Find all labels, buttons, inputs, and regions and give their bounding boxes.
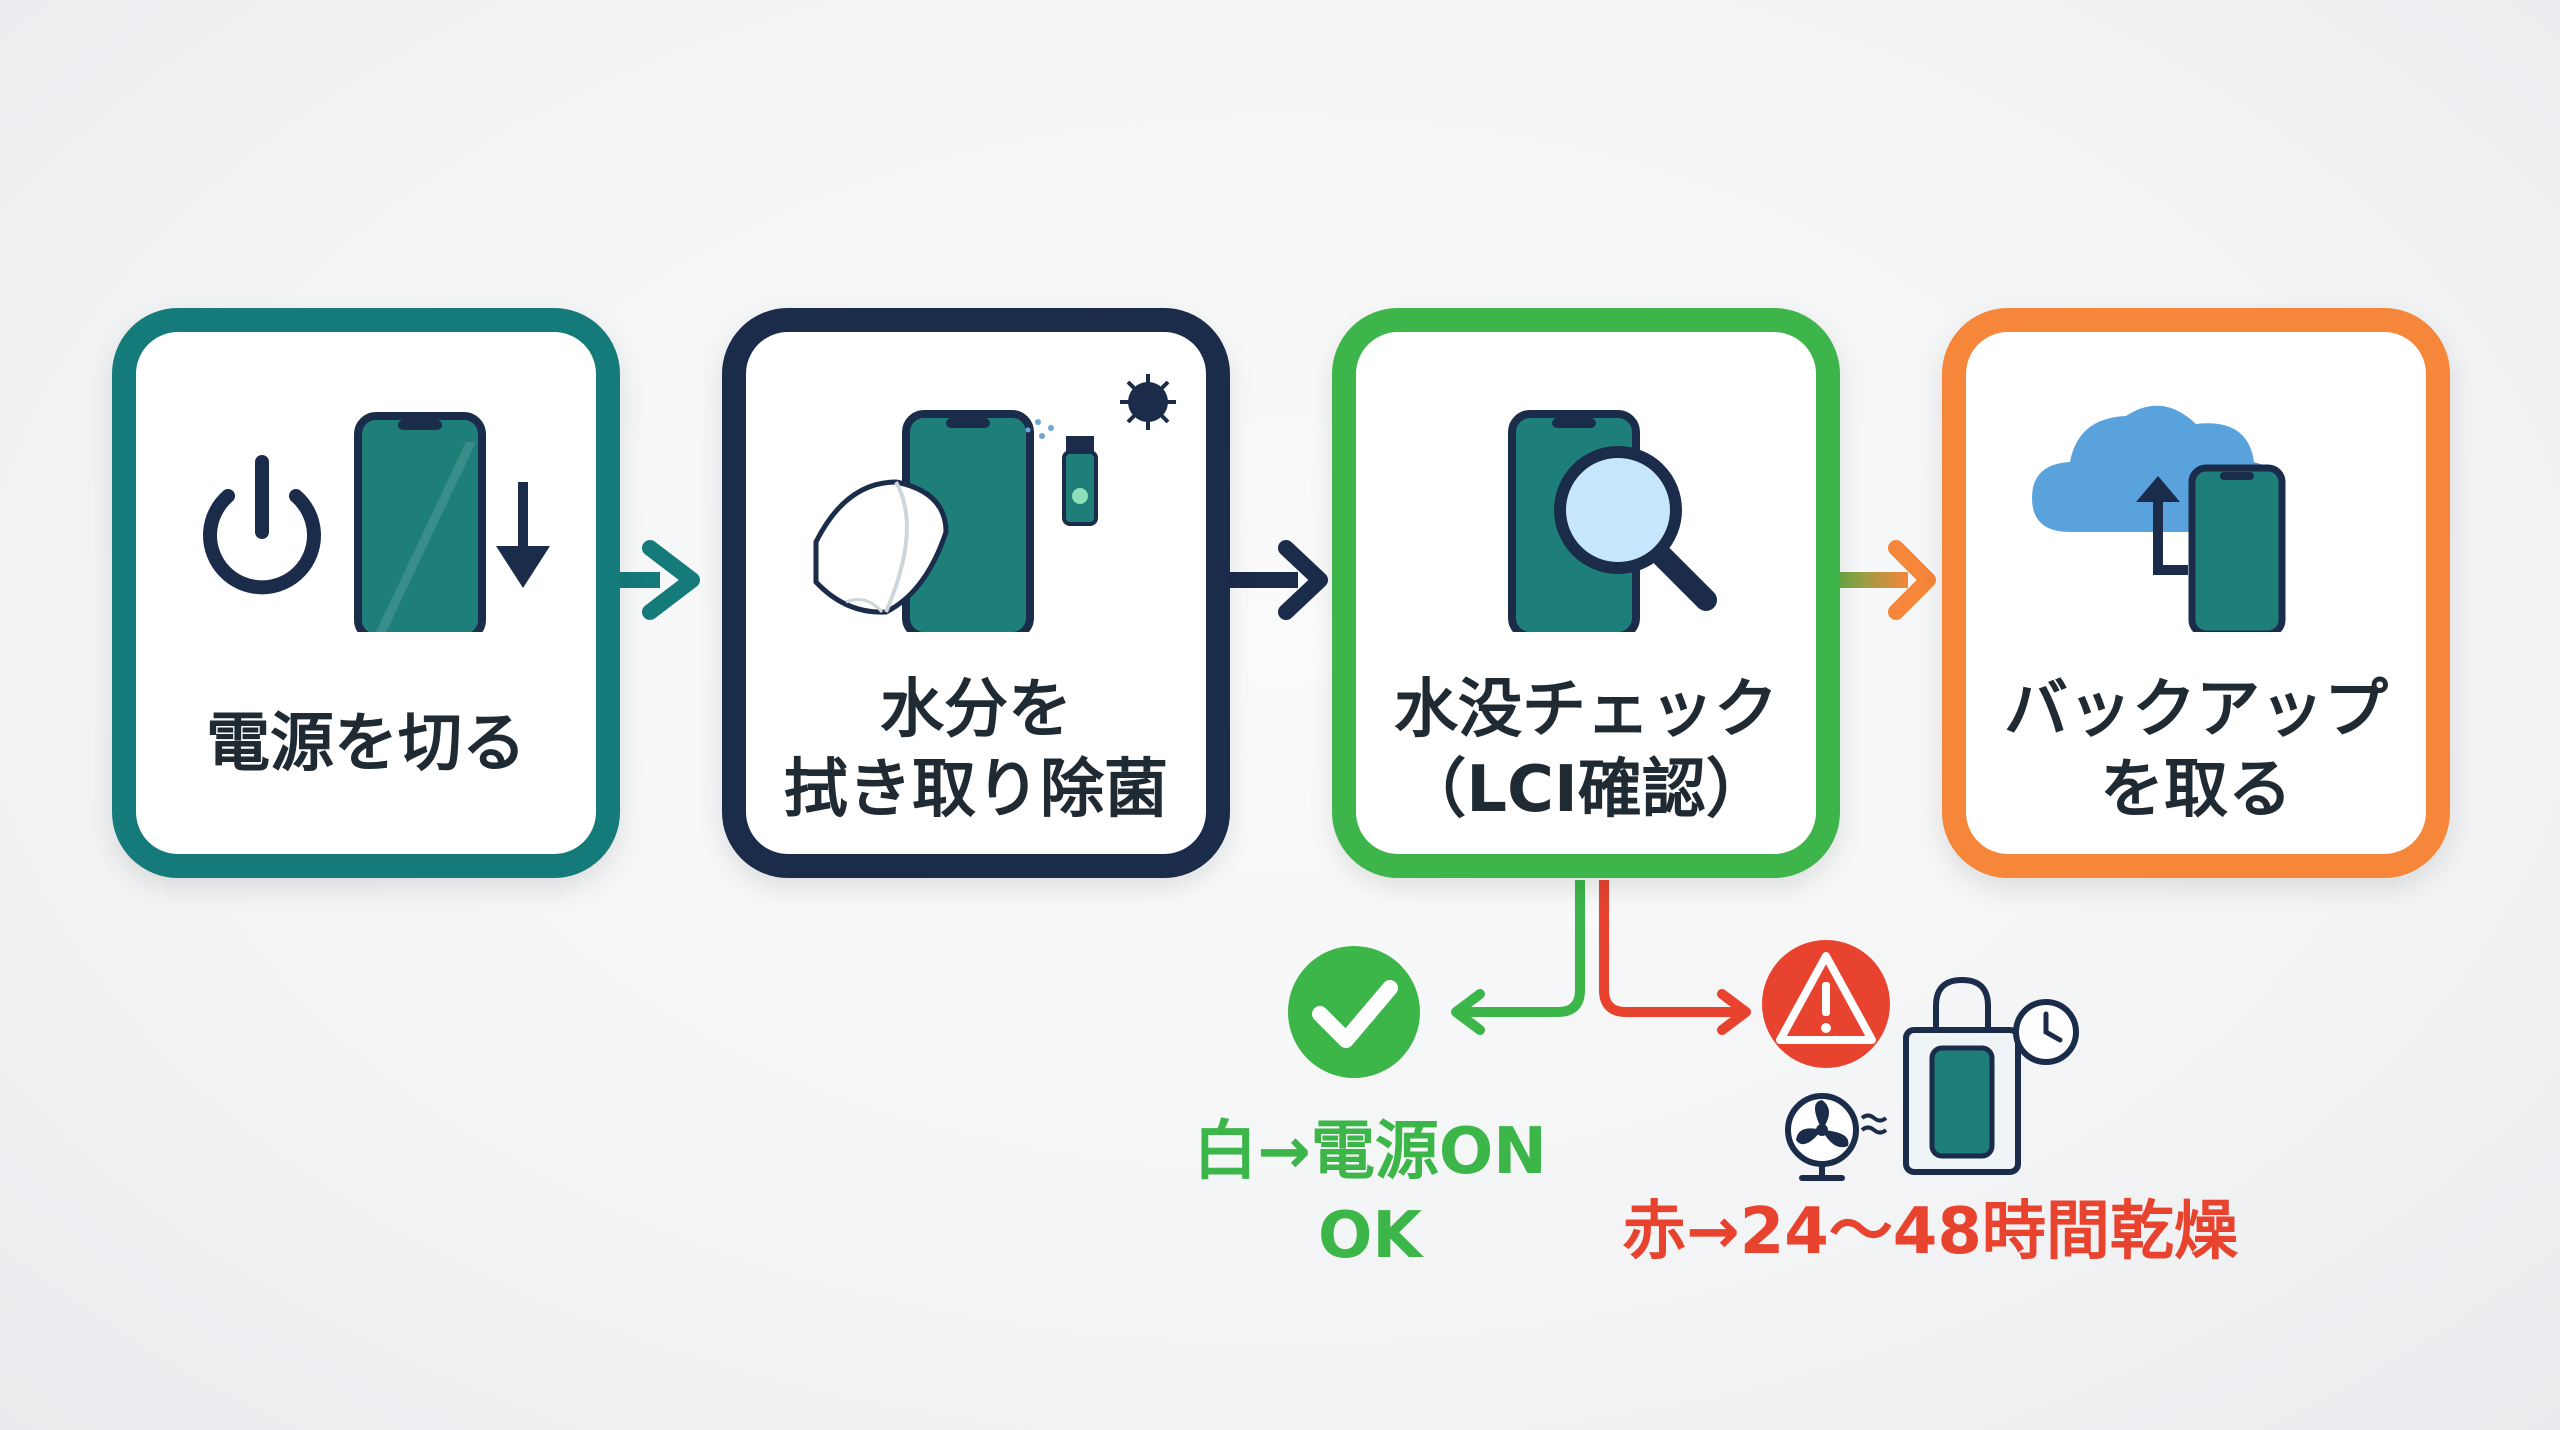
fan-icon — [1785, 1093, 1888, 1181]
branch-ng-line — [1599, 880, 1751, 1035]
step-2-icons — [813, 374, 1176, 632]
arrow-3-to-4 — [1818, 540, 1936, 620]
step-card-2: 水分を 拭き取り除菌 — [722, 308, 1230, 878]
bag-icon — [1903, 976, 2021, 1175]
branch-ok-line1: 白→電源ON — [1193, 1115, 1547, 1189]
smartphone-icon — [2188, 464, 2286, 632]
branch-ok-line2: OK — [1318, 1199, 1422, 1273]
warning-icon — [1762, 940, 1890, 1068]
upload-arrow-icon — [2136, 476, 2188, 575]
step-4-label-line2: を取る — [2100, 753, 2292, 827]
step-card-3: 水没チェック （LCI確認） — [1332, 308, 1840, 878]
step-2-label-line2: 拭き取り除菌 — [784, 753, 1168, 827]
step-1-icons — [203, 412, 550, 632]
step-1-label: 電源を切る — [206, 707, 526, 781]
arrow-2-to-3 — [1208, 540, 1328, 620]
step-3-label-line1: 水没チェック — [1394, 673, 1778, 747]
step-card-4: バックアップ を取る — [1942, 308, 2450, 878]
virus-icon — [1120, 374, 1176, 430]
step-card-1: 電源を切る — [112, 308, 620, 878]
clock-icon — [2013, 999, 2079, 1065]
power-icon — [203, 455, 321, 595]
down-arrow-icon — [496, 482, 550, 588]
step-3-label-line2: （LCI確認） — [1402, 753, 1770, 827]
smartphone-icon — [354, 412, 486, 632]
step-3-icons — [1508, 410, 1717, 632]
cloth-icon — [813, 479, 949, 615]
step-4-label-line1: バックアップ — [2004, 673, 2388, 747]
branch-ok-text: 白→電源ON OK — [1140, 1110, 1600, 1278]
check-circle-icon — [1288, 946, 1420, 1078]
magnifier-icon — [1554, 446, 1717, 611]
spray-bottle-icon — [1025, 419, 1098, 526]
branch-ok-line — [1451, 880, 1585, 1035]
step-2-label-line1: 水分を — [880, 673, 1072, 747]
branch-ng-text: 赤→24〜48時間乾燥 — [1622, 1195, 2238, 1269]
step-4-icons — [2032, 405, 2286, 632]
